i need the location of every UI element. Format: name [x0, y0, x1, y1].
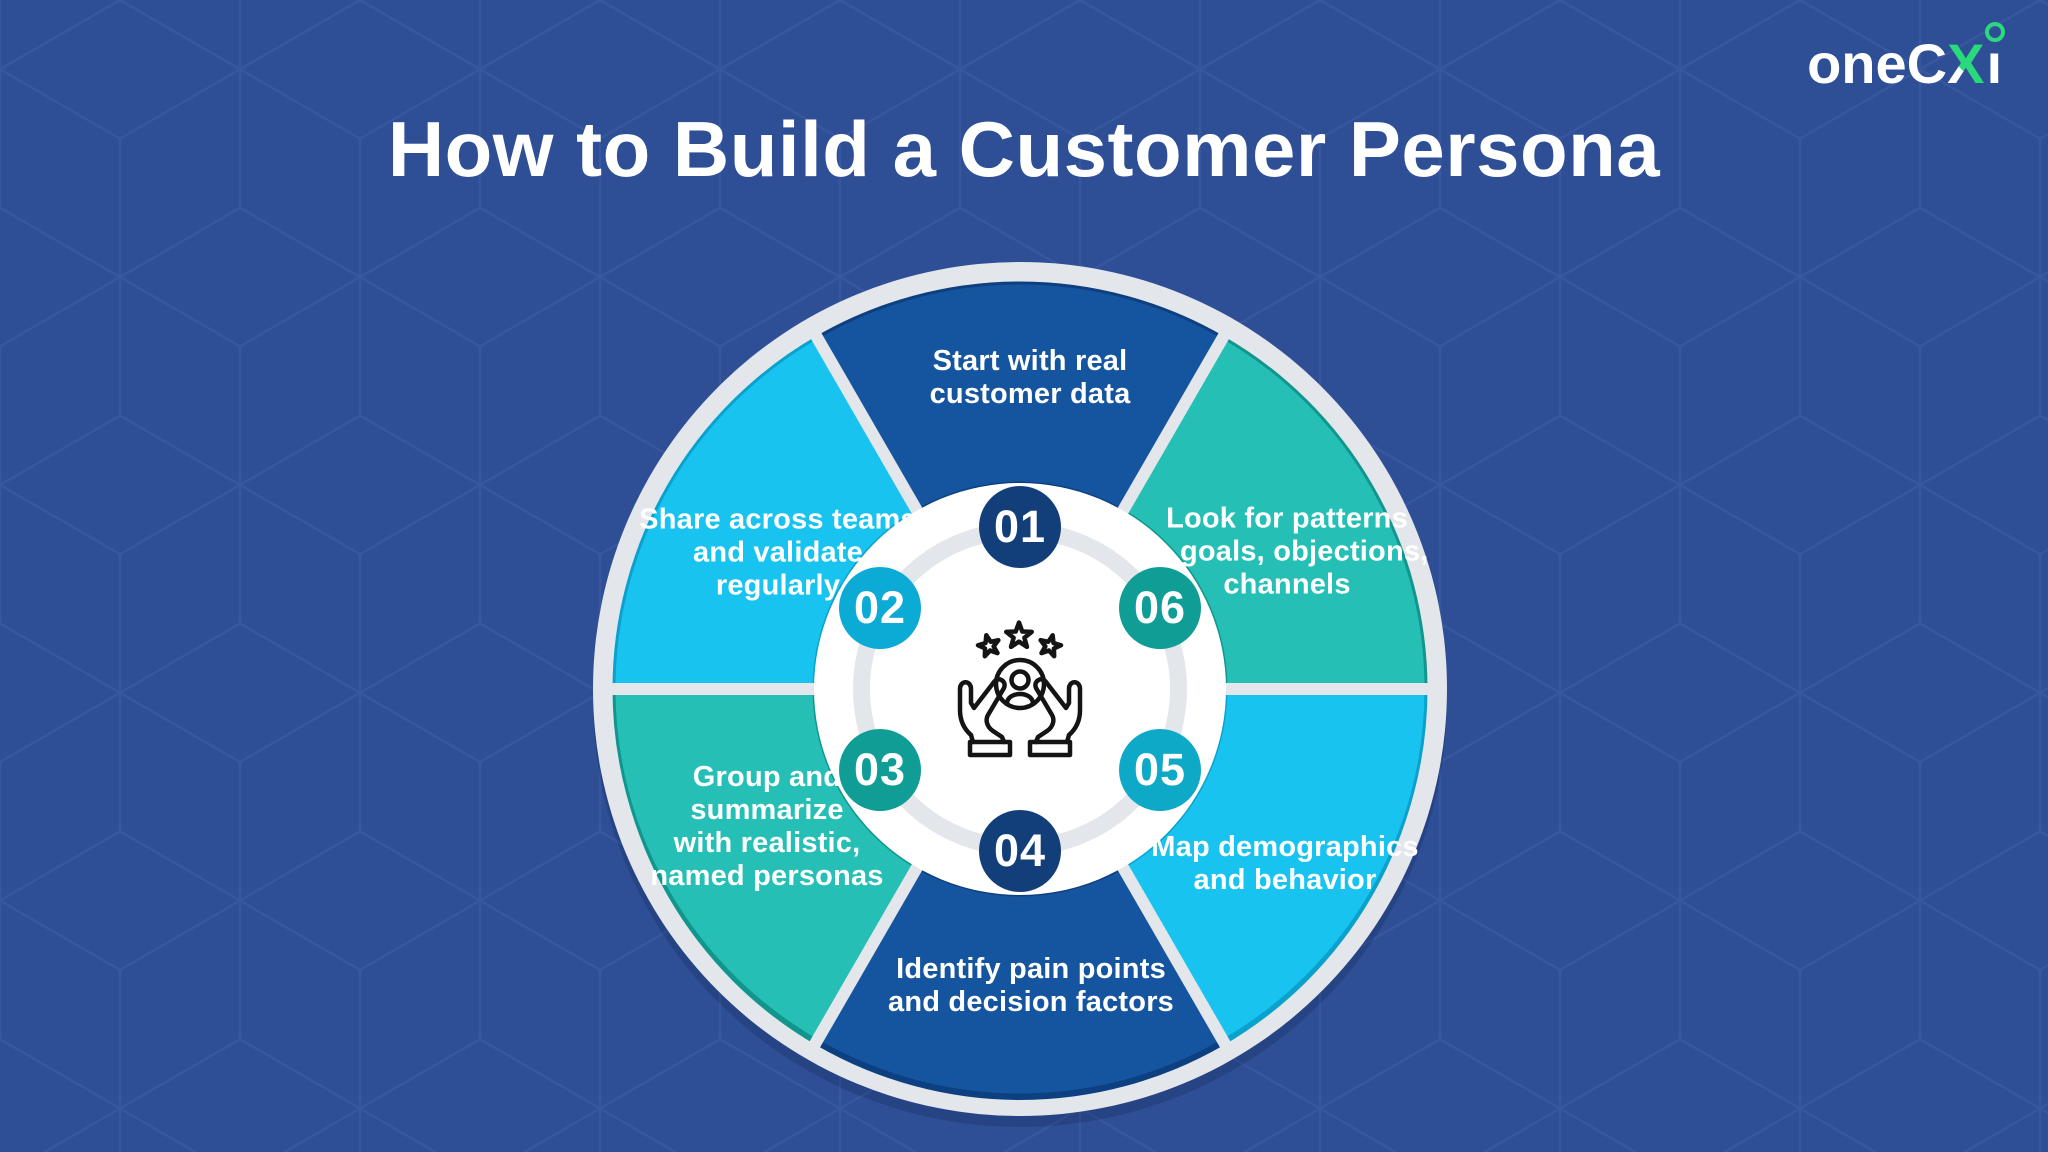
segment-gap [806, 325, 928, 523]
wheel-segments [612, 281, 1428, 1100]
left-hand-icon [957, 677, 1013, 758]
right-hand-icon [1027, 677, 1083, 758]
step-number-01: 01 [993, 501, 1047, 552]
segment-gap [1112, 855, 1234, 1053]
segment-gap [1112, 325, 1234, 523]
step-label-03: Group and summarize with realistic, name… [650, 761, 884, 892]
step-badge-02: 02 [839, 567, 921, 649]
step-label-06: Look for patterns in goals, objections, … [1145, 502, 1429, 601]
person-avatar-icon [993, 657, 1047, 711]
logo-text-one: one [1807, 32, 1907, 95]
step-number-03: 03 [853, 744, 907, 795]
step-badge-05: 05 [1119, 729, 1201, 811]
logo-ring-dot-icon [1984, 22, 2005, 42]
step-label-04: Identify pain points and decision factor… [887, 953, 1175, 1018]
step-number-04: 04 [993, 825, 1047, 876]
star-icon [976, 623, 1063, 658]
step-badge-03: 03 [839, 729, 921, 811]
step-number-02: 02 [853, 582, 907, 633]
step-label-02: Share across teams and validate regularl… [639, 503, 917, 602]
step-label-05: Map demographics and behavior [1151, 831, 1419, 896]
step-label-01: Start with real customer data [929, 345, 1131, 410]
step-badge-01: 01 [979, 486, 1061, 568]
step-number-06: 06 [1133, 582, 1187, 633]
logo-text-cx: CX [1906, 32, 1985, 95]
segment-gap [806, 855, 928, 1053]
logo-text-i: ı [1984, 22, 2005, 92]
page-title: How to Build a Customer Persona [387, 105, 1661, 193]
step-badge-06: 06 [1119, 567, 1201, 649]
customer-persona-icon [957, 600, 1083, 758]
segment-gaps [604, 325, 1436, 1053]
step-number-05: 05 [1133, 744, 1187, 795]
step-badge-04: 04 [979, 810, 1061, 892]
